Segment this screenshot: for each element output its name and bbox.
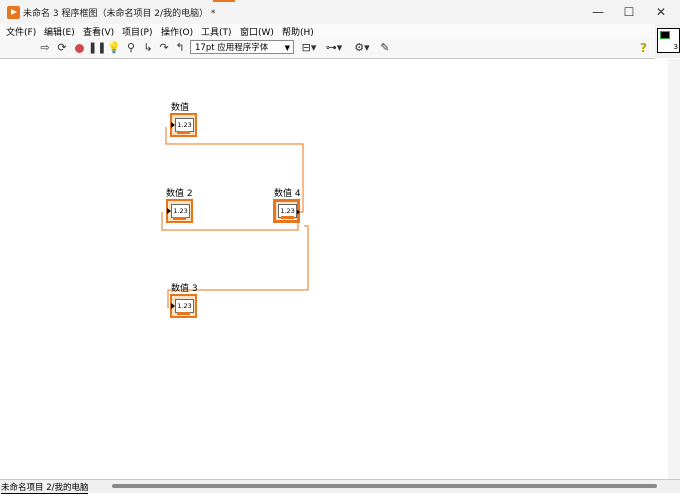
terminal-label: 数值 4	[274, 189, 301, 199]
terminal-arrow-icon	[171, 122, 175, 128]
step-into-icon[interactable]: ↳	[143, 41, 153, 54]
maximize-button[interactable]: ☐	[623, 5, 635, 19]
run-continuously-icon[interactable]: ⟳	[57, 41, 67, 54]
numeric-control[interactable]: 1.23	[166, 199, 193, 223]
numeric-control[interactable]: 1.23	[170, 113, 197, 137]
retain-wire-values-icon[interactable]: ⚲	[126, 41, 136, 54]
font-select-value: 17pt 应用程序字体	[195, 43, 269, 53]
terminal-label: 数值 3	[171, 284, 198, 294]
wires	[161, 127, 309, 308]
reorder-icon[interactable]: ⚙▾	[354, 41, 370, 54]
title-bar: 未命名 3 程序框图（未命名项目 2/我的电脑） * — ☐ ✕	[0, 0, 680, 24]
vi-screen-icon	[660, 31, 670, 39]
menu-view[interactable]: 查看(V)	[83, 28, 115, 38]
step-over-icon[interactable]: ↷	[159, 41, 169, 54]
menu-operate[interactable]: 操作(O)	[161, 28, 194, 38]
vi-icon-number: 3	[673, 43, 678, 51]
terminal-label: 数值 2	[166, 189, 193, 199]
menu-help[interactable]: 帮助(H)	[282, 28, 314, 38]
step-out-icon[interactable]: ↰	[175, 41, 185, 54]
vertical-scrollbar[interactable]	[668, 59, 680, 479]
menu-window[interactable]: 窗口(W)	[240, 28, 274, 38]
terminal-arrow-icon	[171, 303, 175, 309]
terminal-bar	[177, 131, 190, 134]
terminal-arrow-icon	[296, 209, 300, 215]
menu-project[interactable]: 项目(P)	[122, 28, 153, 38]
status-bar: 未命名项目 2/我的电脑	[0, 479, 680, 494]
distribute-objects-icon[interactable]: ⊶▾	[325, 41, 343, 54]
numeric-indicator[interactable]: 1.23	[273, 199, 300, 223]
terminal-arrow-icon	[167, 208, 171, 214]
numeric-display: 1.23	[175, 299, 194, 313]
vi-icon[interactable]: 3	[657, 28, 680, 53]
menu-file[interactable]: 文件(F)	[6, 28, 37, 38]
window-title: 未命名 3 程序框图（未命名项目 2/我的电脑） *	[23, 9, 216, 19]
numeric-display: 1.23	[171, 204, 190, 218]
numeric-control[interactable]: 1.23	[170, 294, 197, 318]
block-diagram[interactable]: 数值 1.23 数值 2 1.23 数值 4 1.23 数值 3 1.23	[0, 59, 668, 479]
title-accent	[213, 0, 235, 2]
abort-icon[interactable]	[72, 41, 86, 55]
labview-app-icon	[7, 6, 20, 19]
pause-icon[interactable]: ❚❚	[88, 41, 107, 54]
align-objects-icon[interactable]: ⊟▾	[301, 41, 317, 54]
minimize-button[interactable]: —	[592, 5, 604, 19]
numeric-display: 1.23	[278, 204, 297, 218]
font-select[interactable]: 17pt 应用程序字体 ▼	[190, 40, 294, 54]
horizontal-scrollbar[interactable]	[112, 484, 657, 488]
run-arrow-icon[interactable]: ⇨	[40, 41, 50, 54]
menu-bar: 文件(F) 编辑(E) 查看(V) 项目(P) 操作(O) 工具(T) 窗口(W…	[0, 24, 655, 38]
terminal-bar	[177, 312, 190, 315]
status-project-path[interactable]: 未命名项目 2/我的电脑	[1, 483, 89, 494]
wire-3	[167, 225, 309, 308]
toolbar: ⇨ ⟳ ❚❚ 💡 ⚲ ↳ ↷ ↰ 17pt 应用程序字体 ▼ ⊟▾ ⊶▾ ⚙▾ …	[0, 38, 655, 59]
menu-tools[interactable]: 工具(T)	[201, 28, 232, 38]
close-button[interactable]: ✕	[655, 5, 667, 19]
numeric-display: 1.23	[175, 118, 194, 132]
highlight-execution-icon[interactable]: 💡	[107, 41, 121, 54]
clean-up-diagram-icon[interactable]: ✎	[380, 41, 390, 54]
terminal-label: 数值	[171, 103, 190, 113]
menu-edit[interactable]: 编辑(E)	[44, 28, 75, 38]
context-help-icon[interactable]: ?	[640, 41, 647, 55]
wire-1	[165, 127, 304, 213]
terminal-bar	[173, 217, 186, 220]
chevron-down-icon: ▼	[284, 44, 290, 52]
terminal-bar	[281, 216, 294, 219]
